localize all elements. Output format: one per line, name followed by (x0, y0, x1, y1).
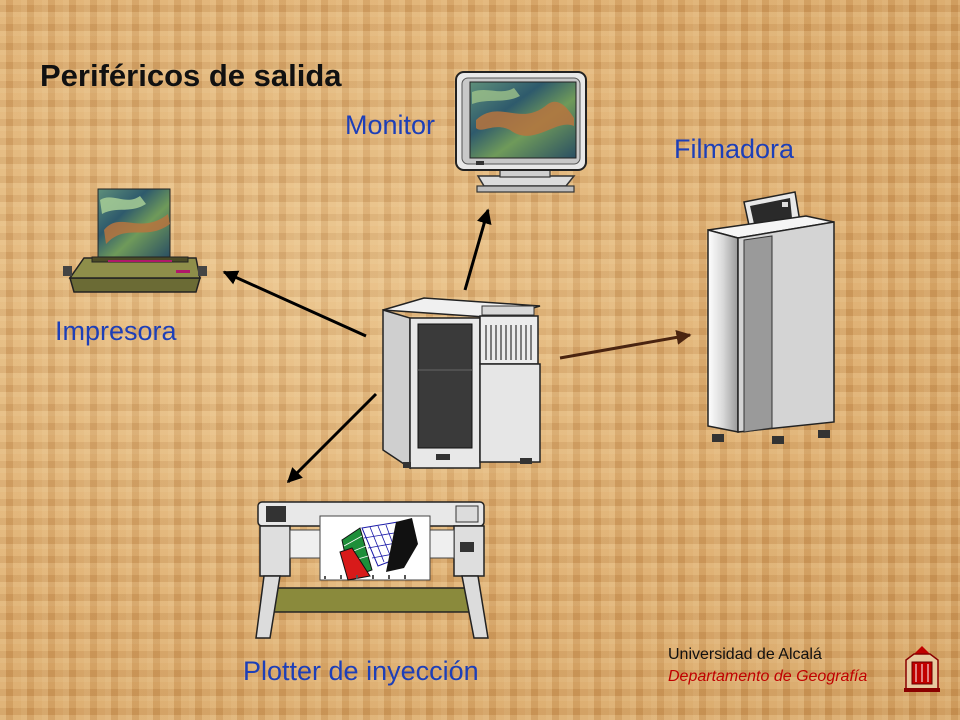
department-name: Departamento de Geografía (668, 668, 868, 685)
computer-icon (382, 297, 541, 470)
arrow-to-filmadora (559, 329, 692, 360)
university-logo-icon (904, 646, 940, 692)
impresora-label: Impresora (55, 316, 177, 346)
arrow-to-plotter (286, 392, 378, 484)
plotter-label: Plotter de inyección (243, 656, 479, 686)
arrow-to-monitor (463, 208, 492, 291)
monitor-icon (455, 71, 587, 193)
monitor-label: Monitor (345, 110, 436, 140)
page-title: Periféricos de salida (40, 58, 342, 93)
printer-icon (63, 188, 207, 293)
filmadora-icon (707, 191, 835, 444)
filmadora-label: Filmadora (674, 134, 795, 164)
plotter-icon (255, 501, 489, 639)
university-name: Universidad de Alcalá (668, 646, 822, 663)
arrow-to-impresora (222, 270, 367, 338)
